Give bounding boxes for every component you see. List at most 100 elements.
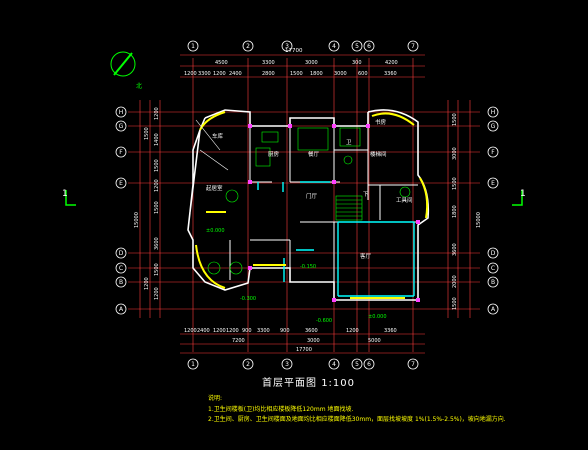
dim-bot-1-6: 900 (280, 328, 290, 334)
axis-top-3: 3 (285, 43, 289, 50)
dim-bot-1-2: 1200 (213, 328, 226, 334)
room-bath: 卫 (346, 139, 352, 146)
dim-bot-2-0: 7200 (232, 338, 245, 344)
axis-right-E: E (491, 180, 495, 187)
dim-top-3-7: 3000 (334, 71, 347, 77)
axis-bubbles-top (187, 40, 419, 52)
dim-left-0: 1200 (154, 107, 160, 120)
dim-bot-1-8: 1200 (346, 328, 359, 334)
axis-bot-7: 7 (411, 361, 415, 368)
axis-left-E: E (119, 180, 123, 187)
dim-bot-1-3: 1200 (226, 328, 239, 334)
dim-bot-1-5: 3300 (257, 328, 270, 334)
north-arrow-icon: 北 (110, 51, 142, 90)
room-stairs: 楼梯间 (370, 150, 387, 158)
axis-right-C: C (491, 265, 495, 272)
column-markers (248, 124, 420, 302)
axis-right-F: F (491, 149, 495, 156)
dim-left-4: 1500 (154, 201, 160, 214)
axis-right-H: H (491, 109, 496, 116)
axis-left-D: D (119, 250, 124, 257)
axis-top-4: 4 (332, 43, 336, 50)
dim-left-9: 1200 (144, 277, 150, 290)
dim-left-5: 3600 (154, 237, 160, 250)
section-mark-left (65, 190, 76, 206)
axis-top-2: 2 (246, 43, 250, 50)
room-study: 书房 (375, 118, 387, 126)
fixtures (195, 119, 411, 275)
dim-left-7: 1200 (154, 287, 160, 300)
dim-left-total: 15000 (134, 212, 140, 228)
exterior-walls (187, 109, 430, 301)
axis-grid (128, 58, 480, 352)
dim-top-3-3: 2400 (229, 71, 242, 77)
interior-walls (229, 126, 418, 300)
elev-1: -0.150 (300, 264, 316, 270)
dim-top-total: 17700 (285, 48, 303, 54)
dim-left-1: 1400 (154, 133, 160, 146)
dim-top-3-4: 2800 (262, 71, 275, 77)
axis-right-B: B (491, 279, 495, 286)
axis-left-C: C (119, 265, 123, 272)
axis-top-1: 1 (191, 43, 195, 50)
axis-bot-2: 2 (246, 361, 250, 368)
svg-text:北: 北 (136, 82, 142, 90)
elev-3: -0.300 (240, 296, 256, 302)
dim-right-0: 1500 (452, 113, 458, 126)
dim-right-3: 1800 (452, 205, 458, 218)
dim-top-3-8: 600 (358, 71, 368, 77)
dim-left-2: 1500 (154, 159, 160, 172)
axis-left-A: A (119, 306, 124, 313)
room-tools: 工具间 (396, 196, 413, 204)
section-mark-right-label: 1 (520, 189, 526, 199)
notes-heading: 说明: (208, 395, 223, 402)
room-living: 客厅 (360, 252, 372, 260)
dim-top-3-1: 3300 (198, 71, 211, 77)
dim-top-2-3: 300 (352, 60, 362, 66)
dim-bot-total: 17700 (296, 347, 312, 353)
dim-top-3-0: 1200 (184, 71, 197, 77)
dim-right-2: 1500 (452, 177, 458, 190)
room-dining: 餐厅 (308, 150, 320, 158)
axis-left-H: H (119, 109, 124, 116)
note-line-2: 2.卫生间、厨房、卫生间楼面及地面均比相应楼面降低30mm，面层找坡坡度 1%(… (208, 416, 506, 423)
axis-right-G: G (491, 123, 496, 130)
elev-0: ±0.000 (206, 228, 225, 234)
axis-bubbles-bottom (187, 358, 419, 370)
axis-bot-1: 1 (191, 361, 195, 368)
room-down: 下 (363, 191, 369, 198)
elev-2: -0.600 (316, 318, 332, 324)
dim-bot-2-2: 5000 (368, 338, 381, 344)
dim-bot-1-0: 1200 (184, 328, 197, 334)
section-mark-right (512, 190, 523, 206)
dim-bot-1-9: 3360 (384, 328, 397, 334)
drawing-title-text: 首层平面图 (262, 378, 317, 389)
dim-left-6: 1500 (154, 263, 160, 276)
axis-bot-3: 3 (285, 361, 289, 368)
dim-bot-1-1: 2400 (197, 328, 210, 334)
dim-top-2-0: 4500 (215, 60, 228, 66)
elev-4: ±0.000 (368, 314, 387, 320)
dim-right-4: 3600 (452, 243, 458, 256)
axis-bot-4: 4 (332, 361, 336, 368)
room-kitchen: 厨房 (268, 150, 280, 158)
axis-left-F: F (119, 149, 123, 156)
drawing-title: 首层平面图 1:100 (262, 374, 355, 389)
dim-bot-1-4: 900 (242, 328, 252, 334)
dim-left-8: 1500 (144, 127, 150, 140)
axis-right-A: A (491, 306, 496, 313)
dim-right-6: 1500 (452, 297, 458, 310)
partition-walls (257, 181, 415, 297)
axis-right-D: D (491, 250, 496, 257)
drawing-scale: 1:100 (321, 378, 356, 389)
dim-top-2-1: 3300 (262, 60, 275, 66)
dimension-lines (139, 54, 471, 354)
dim-top-3-9: 3360 (384, 71, 397, 77)
axis-top-6: 6 (367, 43, 371, 50)
dim-top-2-4: 4200 (385, 60, 398, 66)
windows (195, 111, 429, 299)
dim-bot-1-7: 3600 (305, 328, 318, 334)
axis-left-G: G (119, 123, 124, 130)
room-garage: 车库 (212, 132, 224, 140)
